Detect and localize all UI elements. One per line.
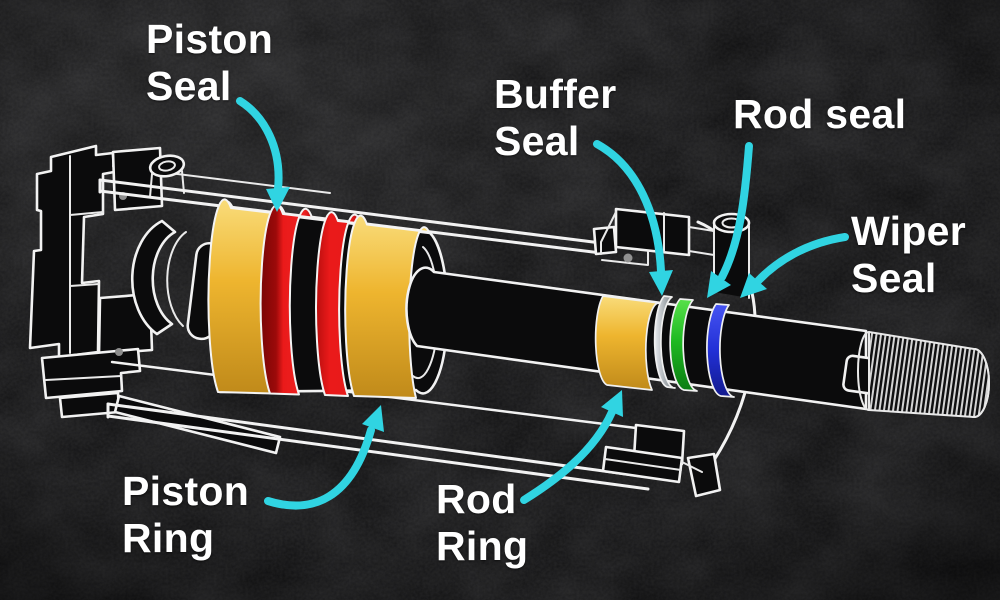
gland-foot-tab: [686, 452, 722, 498]
rod-ring-arrow-icon: [520, 390, 623, 504]
wiper-seal-label-line2: Seal: [851, 255, 937, 302]
piston-seal-arrow-icon: [236, 97, 290, 212]
piston-ring-label-line2: Ring: [122, 515, 215, 562]
rod-seal-ring: [669, 298, 698, 392]
rod-seal-label-line1: Rod seal: [733, 91, 907, 137]
rod-seal-label: Rod seal: [733, 91, 906, 138]
rod-seal-arrow-icon: [707, 142, 753, 298]
cap-block-upper: [111, 146, 164, 212]
cap-bolt-dot-bottom: [115, 348, 123, 356]
buffer-seal-label-line2: Seal: [494, 118, 580, 165]
buffer-seal-arrow-icon: [593, 140, 673, 296]
cap-flange-silhouette: [28, 144, 116, 359]
annotation-arrows: [236, 97, 849, 510]
piston-ring-label: Piston Ring: [122, 468, 249, 562]
gland-connector-lines: [600, 211, 715, 266]
thread-ridges: [868, 331, 990, 418]
piston-seal-label: Piston Seal: [146, 16, 273, 110]
piston-assembly: [207, 198, 449, 399]
clevis-eye: [148, 154, 186, 178]
rod-seal-rings: [594, 295, 735, 398]
rod-ring-label: Rod Ring: [436, 476, 528, 570]
clevis-eye-inner: [158, 160, 176, 172]
wiper-seal-arrow-icon: [740, 233, 849, 298]
rod-ring-label-line1: Rod: [436, 476, 517, 522]
buffer-seal-label-line1: Buffer: [494, 71, 617, 117]
rod-threaded-end: [857, 331, 990, 418]
wiper-seal-ring: [706, 303, 735, 398]
piston-seal-band-right: [315, 211, 362, 397]
barrel-top-outer-line: [98, 178, 603, 245]
piston-ring-label-line1: Piston: [122, 468, 250, 514]
gland-bolt-dot: [623, 253, 633, 263]
barrel-bottom-inner-line: [106, 402, 650, 479]
thread-shoulder-line: [857, 331, 870, 411]
piston-seal-label-line2: Seal: [146, 63, 232, 110]
wiper-seal-label: Wiper Seal: [851, 208, 966, 302]
mount-tab-line: [45, 375, 122, 381]
rod-ring-label-line2: Ring: [436, 523, 529, 570]
rod-ring-band: [594, 295, 660, 391]
gland-bottom-lines: [604, 458, 703, 473]
piston-seal-label-line1: Piston: [146, 16, 274, 62]
bearing-crescent-inner-line: [166, 231, 187, 327]
buffer-seal-label: Buffer Seal: [494, 71, 617, 165]
bearing-crescent: [130, 219, 177, 336]
barrel-end-flange: [592, 225, 618, 256]
buffer-seal-ring: [653, 295, 676, 389]
piston-ring-arrow-icon: [264, 405, 384, 510]
piston-seal-band-left: [259, 204, 313, 396]
piston-ring-band-right: [344, 214, 430, 399]
wiper-seal-label-line1: Wiper: [851, 208, 967, 254]
